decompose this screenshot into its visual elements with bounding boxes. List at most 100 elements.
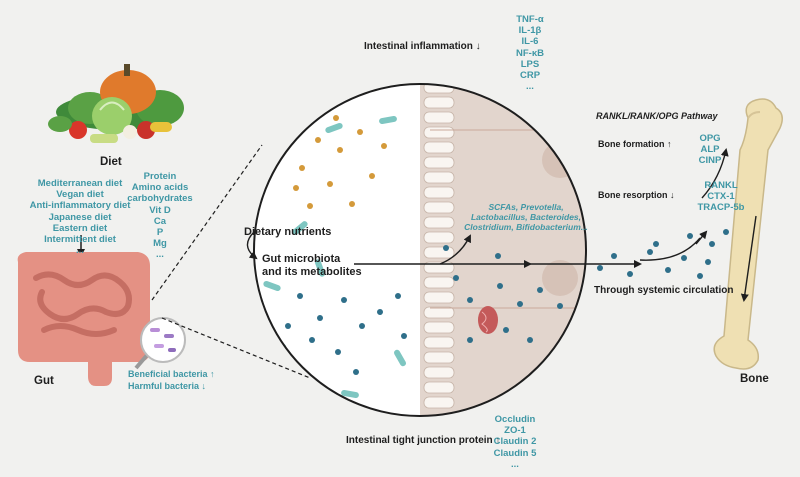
villus: [423, 351, 455, 364]
circulating-dot: [681, 255, 687, 261]
metabolite-dot: [297, 293, 303, 299]
nutrient-6: P: [156, 227, 164, 239]
tj-protein-1: Occludin: [494, 414, 536, 425]
intestine-illustration: [17, 252, 150, 386]
tight-junction-proteins-list: Occludin ZO-1 Claudin 2 Claudin 5 ...: [480, 414, 550, 470]
nutrient-dot: [337, 147, 343, 153]
nutrient-dot: [333, 115, 339, 121]
villus: [423, 366, 455, 379]
metabolite-dot: [527, 337, 533, 343]
resorption-markers-list: RANKL CTX-1 TRACP-5b: [686, 180, 756, 214]
nutrient-1: Protein: [143, 171, 177, 182]
beneficial-bacteria-label: Beneficial bacteria ↑: [128, 369, 215, 379]
nutrient-dot: [299, 165, 305, 171]
nutrient-2: Amino acids: [131, 182, 189, 194]
metabolite-dot: [341, 297, 347, 303]
bacterium-icon: [394, 349, 406, 367]
villus: [423, 141, 455, 154]
bacterium-icon: [263, 280, 281, 292]
nutrient-7: Mg: [153, 238, 167, 250]
diet-type-7: ...: [76, 245, 84, 257]
gut-microbiota-label: Gut microbiota: [262, 253, 341, 265]
diet-type-6: Intermittent diet: [44, 234, 116, 246]
metabolite-dot: [537, 287, 543, 293]
dietary-nutrients-label: Dietary nutrients: [244, 226, 332, 238]
formation-marker-3: CINP: [698, 155, 722, 167]
metabolite-dot: [353, 369, 359, 375]
cytokine-7: ...: [526, 81, 534, 93]
metabolite-dot: [503, 327, 509, 333]
villus: [423, 381, 455, 394]
nutrient-dot: [357, 129, 363, 135]
bone-formation-label: Bone formation ↑: [598, 139, 672, 149]
cytokine-1: TNF-α: [516, 14, 544, 25]
metabolite-dot: [359, 323, 365, 329]
metabolite-dot: [495, 253, 501, 259]
metabolites-line-2: Lactobacillus, Bacteroides,: [470, 212, 582, 222]
villus: [423, 156, 455, 169]
metabolite-dot: [453, 275, 459, 281]
nutrient-3: carbohydrates: [127, 193, 193, 205]
nutrient-dot: [327, 181, 333, 187]
cytokine-5: LPS: [520, 58, 540, 70]
circulating-dot: [611, 253, 617, 259]
circulating-dot: [687, 233, 693, 239]
cytokine-4: NF-κB: [516, 47, 544, 59]
diet-type-1: Mediterranean diet: [37, 178, 123, 189]
resorption-marker-2: CTX-1: [707, 191, 735, 203]
resorption-marker-1: RANKL: [704, 180, 738, 191]
nutrient-dot: [293, 185, 299, 191]
diet-type-3: Anti-inflammatory diet: [29, 200, 131, 212]
cytokine-3: IL-6: [521, 36, 539, 48]
villus: [423, 231, 455, 244]
villus: [423, 336, 455, 349]
metabolites-line-3: Clostridium, Bifidobacterium...: [464, 222, 588, 232]
villus: [423, 396, 455, 409]
nutrient-5: Ca: [153, 215, 167, 227]
tj-protein-3: Claudin 2: [493, 436, 537, 448]
formation-markers-list: OPG ALP CINP: [690, 133, 730, 167]
metabolites-label: and its metabolites: [262, 266, 362, 278]
cytokines-list: TNF-α IL-1β IL-6 NF-κB LPS CRP ...: [495, 14, 565, 92]
metabolites-line-1: SCFAs, Prevotella,: [488, 202, 564, 212]
metabolite-dot: [317, 315, 323, 321]
tight-junction-label: Intestinal tight junction protein ↑: [346, 435, 501, 446]
formation-marker-2: ALP: [700, 144, 720, 156]
diet-type-4: Japanese diet: [48, 211, 112, 223]
metabolite-dot: [377, 309, 383, 315]
villus: [423, 261, 455, 274]
villus: [423, 276, 455, 289]
metabolite-dot: [443, 245, 449, 251]
villus: [423, 321, 455, 334]
metabolite-dot: [309, 337, 315, 343]
metabolite-dot: [557, 303, 563, 309]
villus: [423, 171, 455, 184]
bacterium-icon: [325, 122, 343, 134]
metabolite-dot: [395, 293, 401, 299]
villus: [423, 96, 455, 109]
circulating-dot: [697, 273, 703, 279]
bacterium-icon: [341, 389, 359, 399]
circulating-dot: [597, 265, 603, 271]
bacterium-icon: [287, 112, 305, 124]
tj-protein-5: ...: [511, 458, 519, 470]
femur-bone-illustration: [713, 98, 783, 370]
harmful-bacteria-label: Harmful bacteria ↓: [128, 381, 207, 391]
circulating-dot: [665, 267, 671, 273]
villus: [423, 216, 455, 229]
circulating-dot: [723, 229, 729, 235]
villus: [423, 306, 455, 319]
systemic-circulation-label: Through systemic circulation: [594, 285, 734, 296]
nutrient-dot: [381, 143, 387, 149]
metabolites-list: SCFAs, Prevotella, Lactobacillus, Bacter…: [456, 202, 596, 232]
villus: [423, 246, 455, 259]
formation-marker-1: OPG: [699, 133, 721, 144]
cytokine-2: IL-1β: [518, 25, 542, 37]
circulating-dot: [647, 249, 653, 255]
metabolite-dot: [517, 301, 523, 307]
circulating-dot: [627, 271, 633, 277]
bacterium-icon: [314, 259, 326, 277]
nutrient-dot: [307, 203, 313, 209]
nutrient-dot: [349, 201, 355, 207]
